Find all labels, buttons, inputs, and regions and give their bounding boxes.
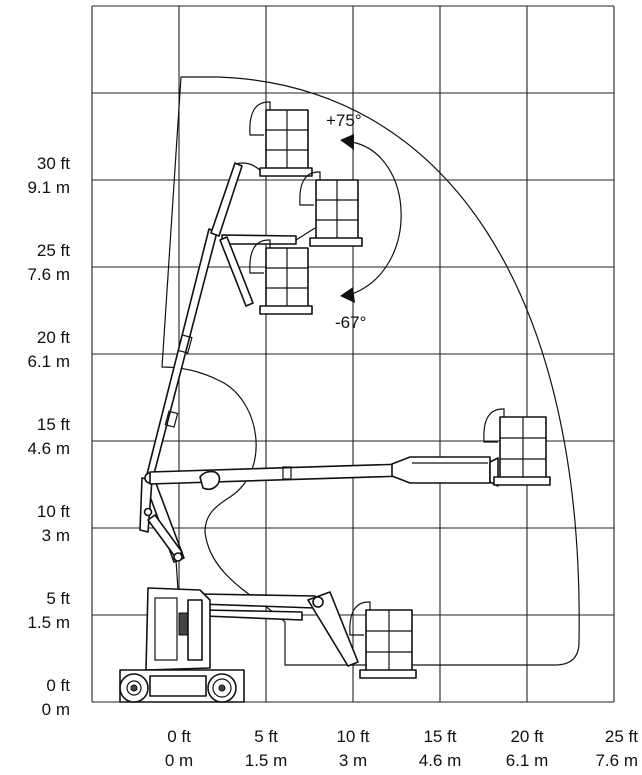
y-tick-m: 7.6 m — [27, 265, 70, 284]
y-tick-ft: 30 ft — [37, 154, 70, 173]
working-envelope — [161, 76, 580, 666]
y-tick-m: 3 m — [42, 526, 70, 545]
x-tick-ft: 20 ft — [510, 727, 543, 746]
x-tick-ft: 10 ft — [336, 727, 369, 746]
basket-stowed — [349, 601, 417, 679]
y-tick-ft: 15 ft — [37, 415, 70, 434]
basket-outreach — [483, 408, 551, 486]
angle-down-label: -67° — [335, 313, 366, 332]
x-tick-ft: 0 ft — [167, 727, 191, 746]
y-tick-ft: 10 ft — [37, 502, 70, 521]
x-axis: 0 ft 0 m 5 ft 1.5 m 10 ft 3 m 15 ft 4.6 … — [165, 727, 638, 770]
x-tick-m: 3 m — [339, 751, 367, 770]
x-tick-m: 0 m — [165, 751, 193, 770]
y-tick-ft: 20 ft — [37, 328, 70, 347]
y-axis: 30 ft 9.1 m 25 ft 7.6 m 20 ft 6.1 m 15 f… — [27, 154, 70, 719]
y-tick-ft: 5 ft — [46, 589, 70, 608]
x-tick-m: 1.5 m — [245, 751, 288, 770]
x-tick-ft: 5 ft — [254, 727, 278, 746]
basket-top — [249, 101, 313, 177]
basket-upper-mid — [299, 171, 363, 247]
x-tick-m: 7.6 m — [595, 751, 638, 770]
y-tick-m: 9.1 m — [27, 178, 70, 197]
y-tick-ft: 0 ft — [46, 676, 70, 695]
y-tick-m: 6.1 m — [27, 352, 70, 371]
basket-lower-mid — [249, 239, 313, 315]
rotation-arrow — [340, 134, 402, 303]
y-tick-m: 1.5 m — [27, 613, 70, 632]
lift-machine — [119, 162, 499, 703]
y-tick-m: 4.6 m — [27, 439, 70, 458]
y-tick-ft: 25 ft — [37, 241, 70, 260]
x-tick-m: 4.6 m — [419, 751, 462, 770]
y-tick-m: 0 m — [42, 700, 70, 719]
x-tick-ft: 25 ft — [605, 727, 638, 746]
angle-up-label: +75° — [326, 111, 362, 130]
x-tick-m: 6.1 m — [506, 751, 549, 770]
x-tick-ft: 15 ft — [423, 727, 456, 746]
